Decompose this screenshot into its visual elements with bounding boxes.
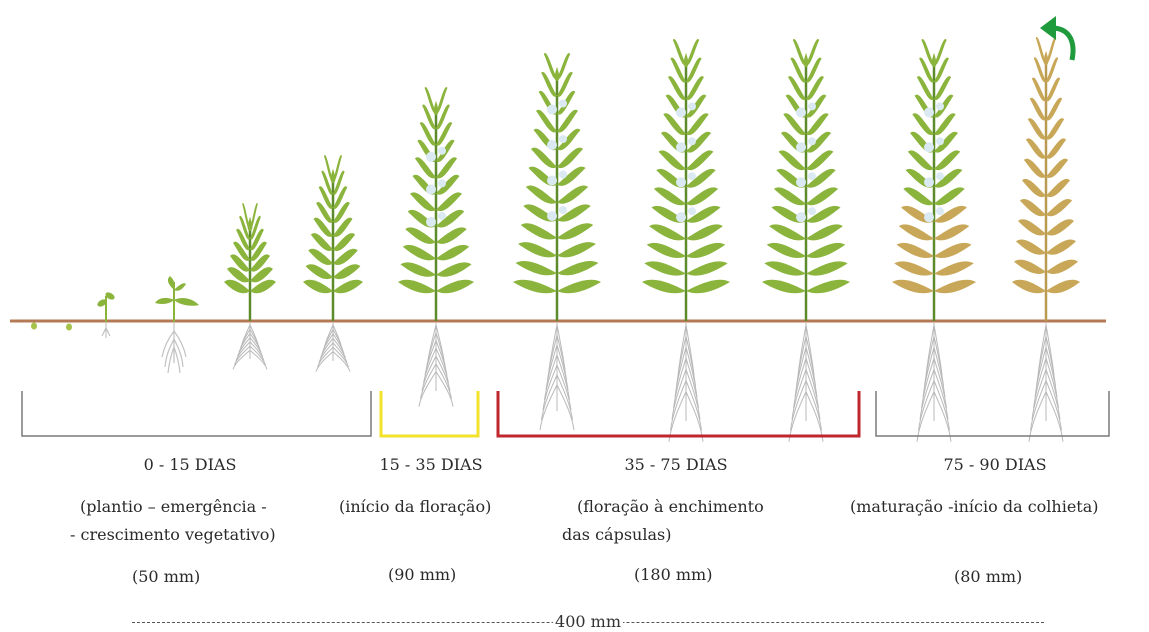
stage-2-water: (90 mm) bbox=[388, 564, 456, 586]
total-water-label: 400 mm bbox=[553, 612, 623, 632]
stage-3-description-line1: (floração à enchimento bbox=[577, 496, 764, 518]
stage-4-description-line1: (maturação -início da colhieta) bbox=[850, 496, 1099, 518]
stage-2-description-line1: (início da floração) bbox=[339, 496, 491, 518]
stage-4-water: (80 mm) bbox=[954, 566, 1022, 588]
plant-icon bbox=[513, 53, 601, 430]
total-water-line: 400 mm bbox=[132, 612, 1044, 632]
plant-icon bbox=[1012, 37, 1080, 442]
seedling-icon bbox=[155, 276, 199, 373]
seed-icon bbox=[31, 323, 72, 331]
plant-icon bbox=[224, 203, 276, 369]
stage-3-water: (180 mm) bbox=[634, 564, 712, 586]
stage-1-description-line1: (plantio – emergência - bbox=[80, 496, 267, 518]
stage-1-water: (50 mm) bbox=[132, 566, 200, 588]
stage-4-days: 75 - 90 DIAS bbox=[943, 454, 1046, 476]
stage-1-days: 0 - 15 DIAS bbox=[144, 454, 237, 476]
bracket-stage-1 bbox=[22, 391, 371, 436]
stage-1-description-line2: - crescimento vegetativo) bbox=[70, 524, 276, 546]
plants-group bbox=[224, 37, 1080, 442]
stage-3-days: 35 - 75 DIAS bbox=[624, 454, 727, 476]
bracket-stage-4 bbox=[876, 391, 1109, 436]
harvest-arrow-icon bbox=[1040, 16, 1073, 60]
plant-icon bbox=[892, 39, 976, 442]
stage-2-days: 15 - 35 DIAS bbox=[379, 454, 482, 476]
seedling-icon bbox=[96, 291, 116, 338]
plant-icon bbox=[303, 155, 363, 372]
bracket-stage-3 bbox=[498, 391, 859, 436]
stage-3-description-line2: das cápsulas) bbox=[562, 524, 671, 546]
plant-icon bbox=[642, 39, 730, 442]
plant-icon bbox=[762, 39, 850, 442]
bracket-stage-2 bbox=[381, 391, 478, 436]
plant-icon bbox=[398, 87, 474, 407]
